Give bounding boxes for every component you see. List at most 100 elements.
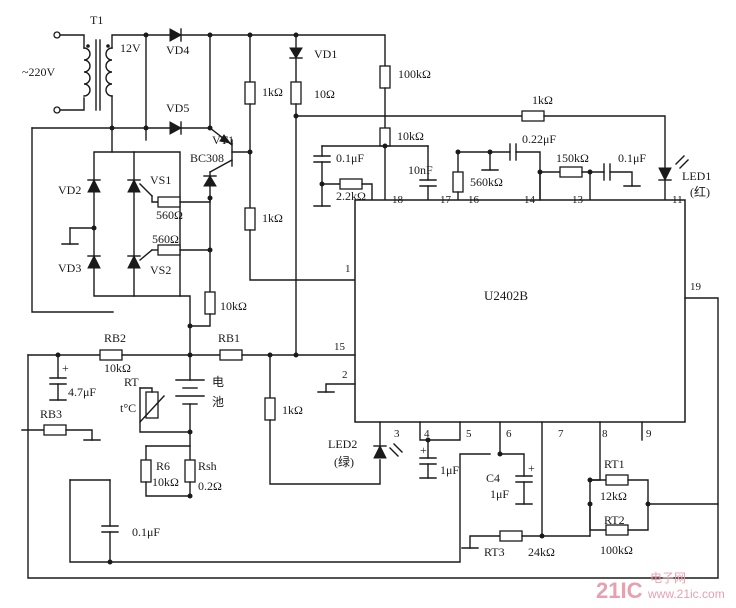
c01-bottom-label: 0.1μF xyxy=(132,525,160,539)
vd4-label: VD4 xyxy=(166,43,189,57)
r150k-label: 150kΩ xyxy=(556,151,589,165)
battery-label-2: 池 xyxy=(212,395,224,409)
rt2-val-label: 100kΩ xyxy=(600,543,633,557)
watermark-cn: 电子网 xyxy=(650,571,686,585)
ic-u2402b xyxy=(354,199,686,423)
c47-label: 4.7μF xyxy=(68,385,96,399)
vd1-label: VD1 xyxy=(314,47,337,61)
t1-label: T1 xyxy=(90,13,103,27)
ic-name-label: U2402B xyxy=(484,288,528,303)
r100k-label: 100kΩ xyxy=(398,67,431,81)
led2-color-label: (绿) xyxy=(334,454,354,469)
resistor-r6 xyxy=(140,459,152,483)
r6-label: R6 xyxy=(156,459,170,473)
resistor-10k-mid xyxy=(204,291,216,315)
resistor-1k-c xyxy=(521,110,545,122)
rt-label: RT xyxy=(124,375,139,389)
vd3-label: VD3 xyxy=(58,261,81,275)
resistor-100k xyxy=(379,65,391,89)
led1-color-label: (红) xyxy=(690,184,710,199)
watermark: 21IC 电子网 www.21ic.com xyxy=(596,571,725,603)
rsh-label: Rsh xyxy=(198,459,217,473)
r560-b-label: 560Ω xyxy=(152,232,179,246)
resistor-560-a xyxy=(157,196,181,208)
vd2-label: VD2 xyxy=(58,183,81,197)
pin-16: 16 xyxy=(468,194,480,206)
pin-14: 14 xyxy=(524,194,536,206)
resistor-2k2 xyxy=(339,178,363,190)
c47-plus: + xyxy=(62,361,69,375)
r6-val-label: 10kΩ xyxy=(152,475,179,489)
pin-9: 9 xyxy=(646,428,652,440)
rt3-label: RT3 xyxy=(484,545,505,559)
resistor-rt1 xyxy=(605,474,629,486)
diode-vt1-protect xyxy=(203,175,217,187)
battery-label-1: 电 xyxy=(212,375,224,389)
c022-label: 0.22μF xyxy=(522,132,556,146)
resistor-rt3 xyxy=(499,530,523,542)
resistor-rb3 xyxy=(43,424,67,436)
resistor-560-b xyxy=(157,244,181,256)
pin-8: 8 xyxy=(602,428,608,440)
pin-3: 3 xyxy=(394,428,400,440)
resistor-1k-d xyxy=(264,397,276,421)
mains-voltage-label: ~220V xyxy=(22,65,55,79)
rt1-val-label: 12kΩ xyxy=(600,489,627,503)
vs1-label: VS1 xyxy=(150,173,171,187)
c4-plus: + xyxy=(528,461,535,475)
rt1-label: RT1 xyxy=(604,457,625,471)
vt1-label: VT1 xyxy=(212,133,234,147)
c1u-a-label: 1μF xyxy=(440,463,459,477)
rb1-label: RB1 xyxy=(218,331,240,345)
rb2-label: RB2 xyxy=(104,331,126,345)
r10k-top-label: 10kΩ xyxy=(397,129,424,143)
transistor-vt1: VT1 BC308 xyxy=(190,127,251,173)
vs2-label: VS2 xyxy=(150,263,171,277)
pin-5: 5 xyxy=(466,428,472,440)
pin-18: 18 xyxy=(392,194,404,206)
resistor-rb1 xyxy=(219,349,243,361)
pin-1: 1 xyxy=(345,263,351,275)
bc308-label: BC308 xyxy=(190,151,224,165)
battery: 电 池 xyxy=(175,375,224,409)
diode-vd3: VD3 xyxy=(58,254,101,275)
rt3-val-label: 24kΩ xyxy=(528,545,555,559)
secondary-voltage-label: 12V xyxy=(120,41,141,55)
pin-13: 13 xyxy=(572,194,584,206)
pin-11: 11 xyxy=(672,194,683,206)
rb2-val-label: 10kΩ xyxy=(104,361,131,375)
c1u-a-plus: + xyxy=(420,443,427,457)
rsh-val-label: 0.2Ω xyxy=(198,479,222,493)
led1: LED1 (红) xyxy=(658,155,711,199)
diode-vd4: VD4 xyxy=(166,28,189,57)
r10-label: 10Ω xyxy=(314,87,335,101)
led2: LED2 (绿) xyxy=(328,437,403,469)
c4-val-label: 1μF xyxy=(490,487,509,501)
resistor-10ohm xyxy=(290,81,302,105)
resistor-150k xyxy=(559,166,583,178)
c10n-label: 10nF xyxy=(408,163,433,177)
diode-vd5: VD5 xyxy=(166,101,189,135)
pin-19: 19 xyxy=(690,281,702,293)
resistor-rsh xyxy=(184,459,196,483)
pin-15: 15 xyxy=(334,341,346,353)
pin-7: 7 xyxy=(558,428,564,440)
watermark-url: www.21ic.com xyxy=(647,587,725,601)
r1k-a-label: 1kΩ xyxy=(262,85,283,99)
diode-vd2: VD2 xyxy=(58,178,101,197)
rt2-label: RT2 xyxy=(604,513,625,527)
resistor-560k xyxy=(452,171,464,193)
pin-6: 6 xyxy=(506,428,512,440)
r560k-label: 560kΩ xyxy=(470,175,503,189)
watermark-brand: 21IC xyxy=(596,578,643,603)
resistor-1k-a xyxy=(244,81,256,105)
led2-label: LED2 xyxy=(328,437,357,451)
rt-temp-label: t°C xyxy=(120,401,136,415)
rb3-label: RB3 xyxy=(40,407,62,421)
transformer-t1: T1 ~220V 12V xyxy=(22,13,141,114)
led1-label: LED1 xyxy=(682,169,711,183)
r560-a-label: 560Ω xyxy=(156,208,183,222)
pin-2: 2 xyxy=(342,369,348,381)
c4-label: C4 xyxy=(486,471,500,485)
resistor-10k-top xyxy=(379,127,391,147)
